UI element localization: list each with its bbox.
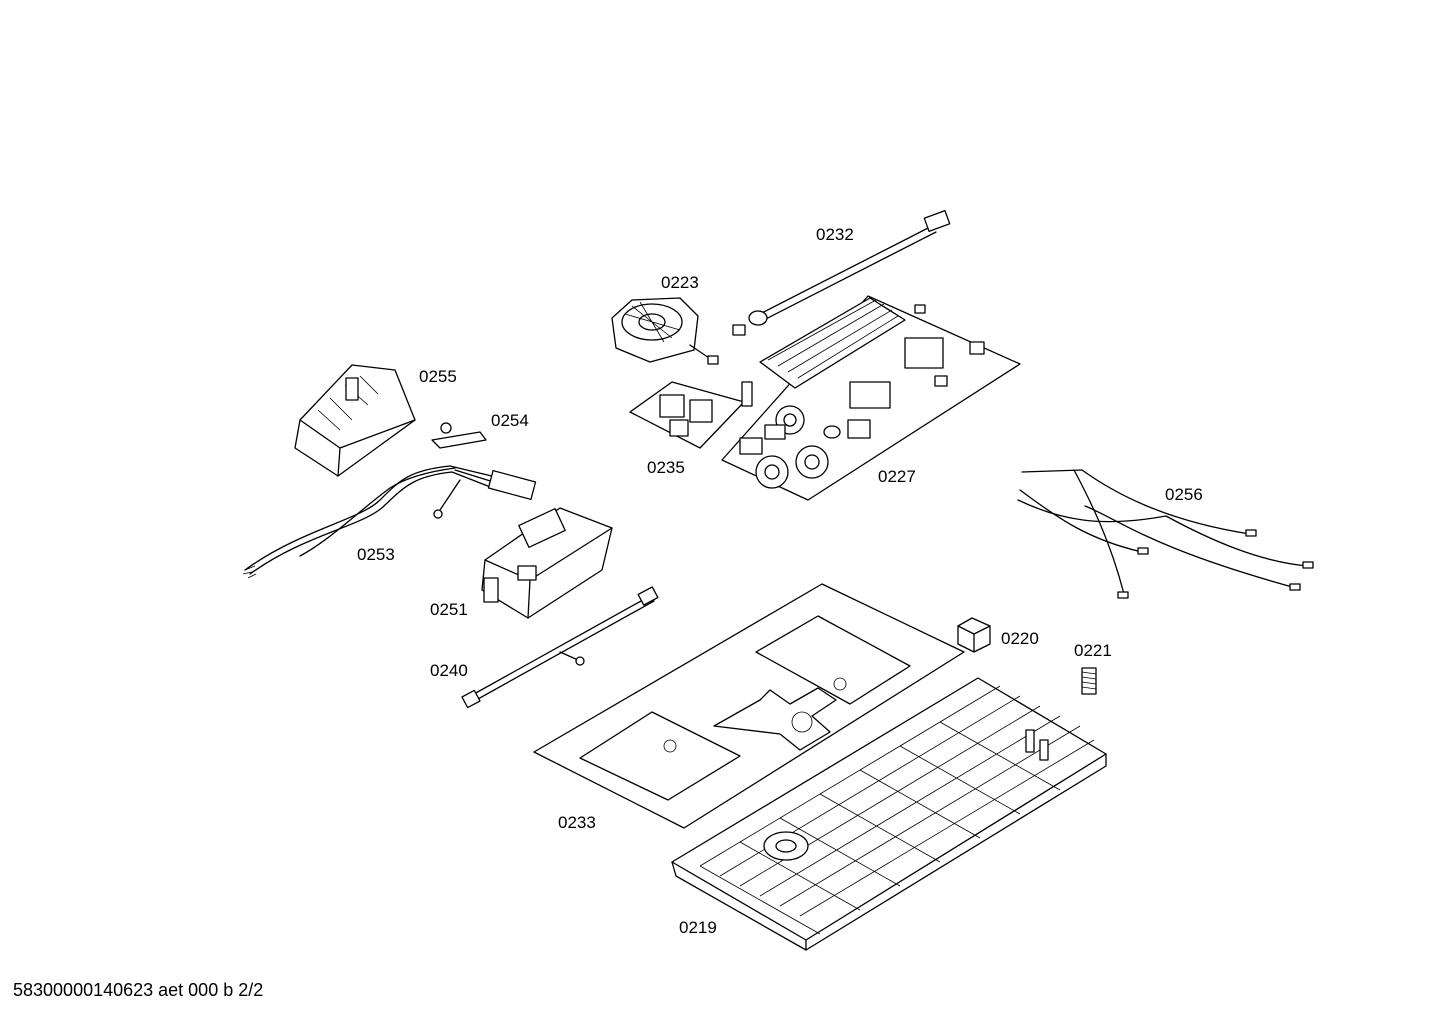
part-0233-plate [533,583,965,829]
document-id-footer: 58300000140623 aet 000 b 2/2 [13,980,264,1000]
label-0253: 0253 [357,545,395,564]
part-0220-cap [957,617,991,653]
part-0254-clip [431,422,487,449]
part-0251-module [481,507,613,619]
label-0255: 0255 [419,367,457,386]
label-0251: 0251 [430,600,468,619]
label-0219: 0219 [679,918,717,937]
part-0235-filter-board [629,381,753,449]
label-0232: 0232 [816,225,854,244]
label-0221: 0221 [1074,641,1112,660]
label-0223: 0223 [661,273,699,292]
part-0232-cable [732,210,951,336]
part-0255-bracket [294,364,416,477]
label-0240: 0240 [430,661,468,680]
label-0254: 0254 [491,411,529,430]
label-0256: 0256 [1165,485,1203,504]
label-0220: 0220 [1001,629,1039,648]
part-0253-wire [242,465,537,579]
part-0219-tray [671,677,1107,951]
label-0233: 0233 [558,813,596,832]
label-0227: 0227 [878,467,916,486]
part-0221-spring [1081,667,1097,695]
part-0256-wires [1017,469,1314,599]
part-0223-coil [611,297,719,365]
label-0235: 0235 [647,458,685,477]
part-0240-wire [461,586,659,709]
part-0227-main-board [721,295,1021,501]
